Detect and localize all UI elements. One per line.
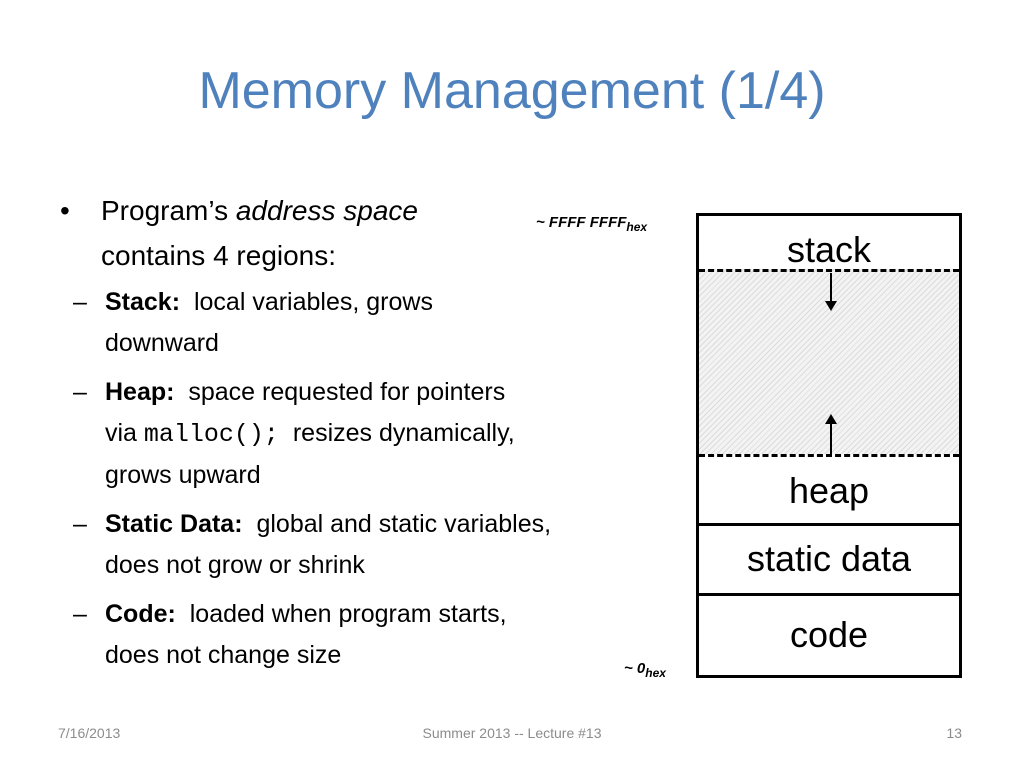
sub-item-desc: loaded when program starts, does not cha… (105, 600, 507, 669)
arrow-down-icon (825, 301, 837, 311)
region-stack: stack (786, 229, 872, 270)
top-address-sub: hex (626, 220, 648, 234)
dash-icon: – (73, 378, 87, 406)
bottom-address-text: ~ 0 (624, 660, 646, 677)
main-bullet-text: Program’s address space contains 4 region… (101, 188, 660, 278)
top-address-label: ~ FFFF FFFFhex (536, 214, 647, 234)
sub-item-label: Stack: (105, 288, 181, 316)
dash-icon: – (73, 510, 87, 538)
sub-item-desc-end: resizes dynamically, grows upward (105, 419, 515, 489)
dash-icon: – (73, 288, 87, 316)
stack-dashed-boundary (699, 269, 959, 272)
top-address-text: ~ FFFF FFFF (536, 214, 627, 231)
footer-page-number: 13 (946, 725, 962, 741)
stack-grow-arrow (825, 273, 837, 311)
sub-item-desc: local variables, grows downward (105, 288, 433, 357)
heap-dashed-boundary (699, 454, 959, 457)
region-code: code (789, 614, 869, 655)
region-heap: heap (788, 470, 870, 511)
sub-item-label: Heap: (105, 378, 175, 406)
memory-diagram: stack heap static data code (696, 213, 962, 678)
bullet-list: • Program’s address space contains 4 regi… (60, 188, 660, 684)
sub-item-desc: global and static variables, does not gr… (105, 510, 552, 579)
bullet-dot-icon: • (60, 195, 70, 226)
code-malloc: malloc(); (143, 420, 279, 449)
sub-item-desc: space requested for pointers via (105, 378, 506, 447)
main-bullet-text-start: Program’s (101, 195, 236, 226)
region-static-data: static data (746, 538, 912, 579)
main-bullet-italic: address space (235, 195, 418, 226)
static-code-divider (699, 593, 959, 596)
main-bullet-text-end: contains 4 regions: (101, 240, 337, 271)
main-bullet: • Program’s address space contains 4 regi… (60, 188, 660, 278)
sub-item-stack: – Stack: local variables, grows downward (19, 282, 505, 364)
bottom-address-label: ~ 0hex (624, 660, 666, 680)
sub-item-label: Code: (105, 600, 176, 628)
sub-item-code: – Code: loaded when program starts, does… (19, 594, 515, 676)
sub-bullet-list: – Stack: local variables, grows downward… (19, 282, 660, 676)
sub-item-static-data: – Static Data: global and static variabl… (19, 504, 575, 586)
sub-item-heap: – Heap: space requested for pointers via… (19, 372, 525, 496)
sub-item-label: Static Data: (105, 510, 243, 538)
slide-title: Memory Management (1/4) (198, 62, 826, 120)
footer-lecture: Summer 2013 -- Lecture #13 (422, 725, 602, 741)
heap-static-divider (699, 523, 959, 526)
dash-icon: – (73, 600, 87, 628)
arrow-up-icon (825, 414, 837, 424)
bottom-address-sub: hex (645, 666, 666, 680)
footer-date: 7/16/2013 (58, 725, 121, 741)
free-space-hatch (699, 269, 959, 454)
heap-grow-arrow (825, 414, 837, 454)
